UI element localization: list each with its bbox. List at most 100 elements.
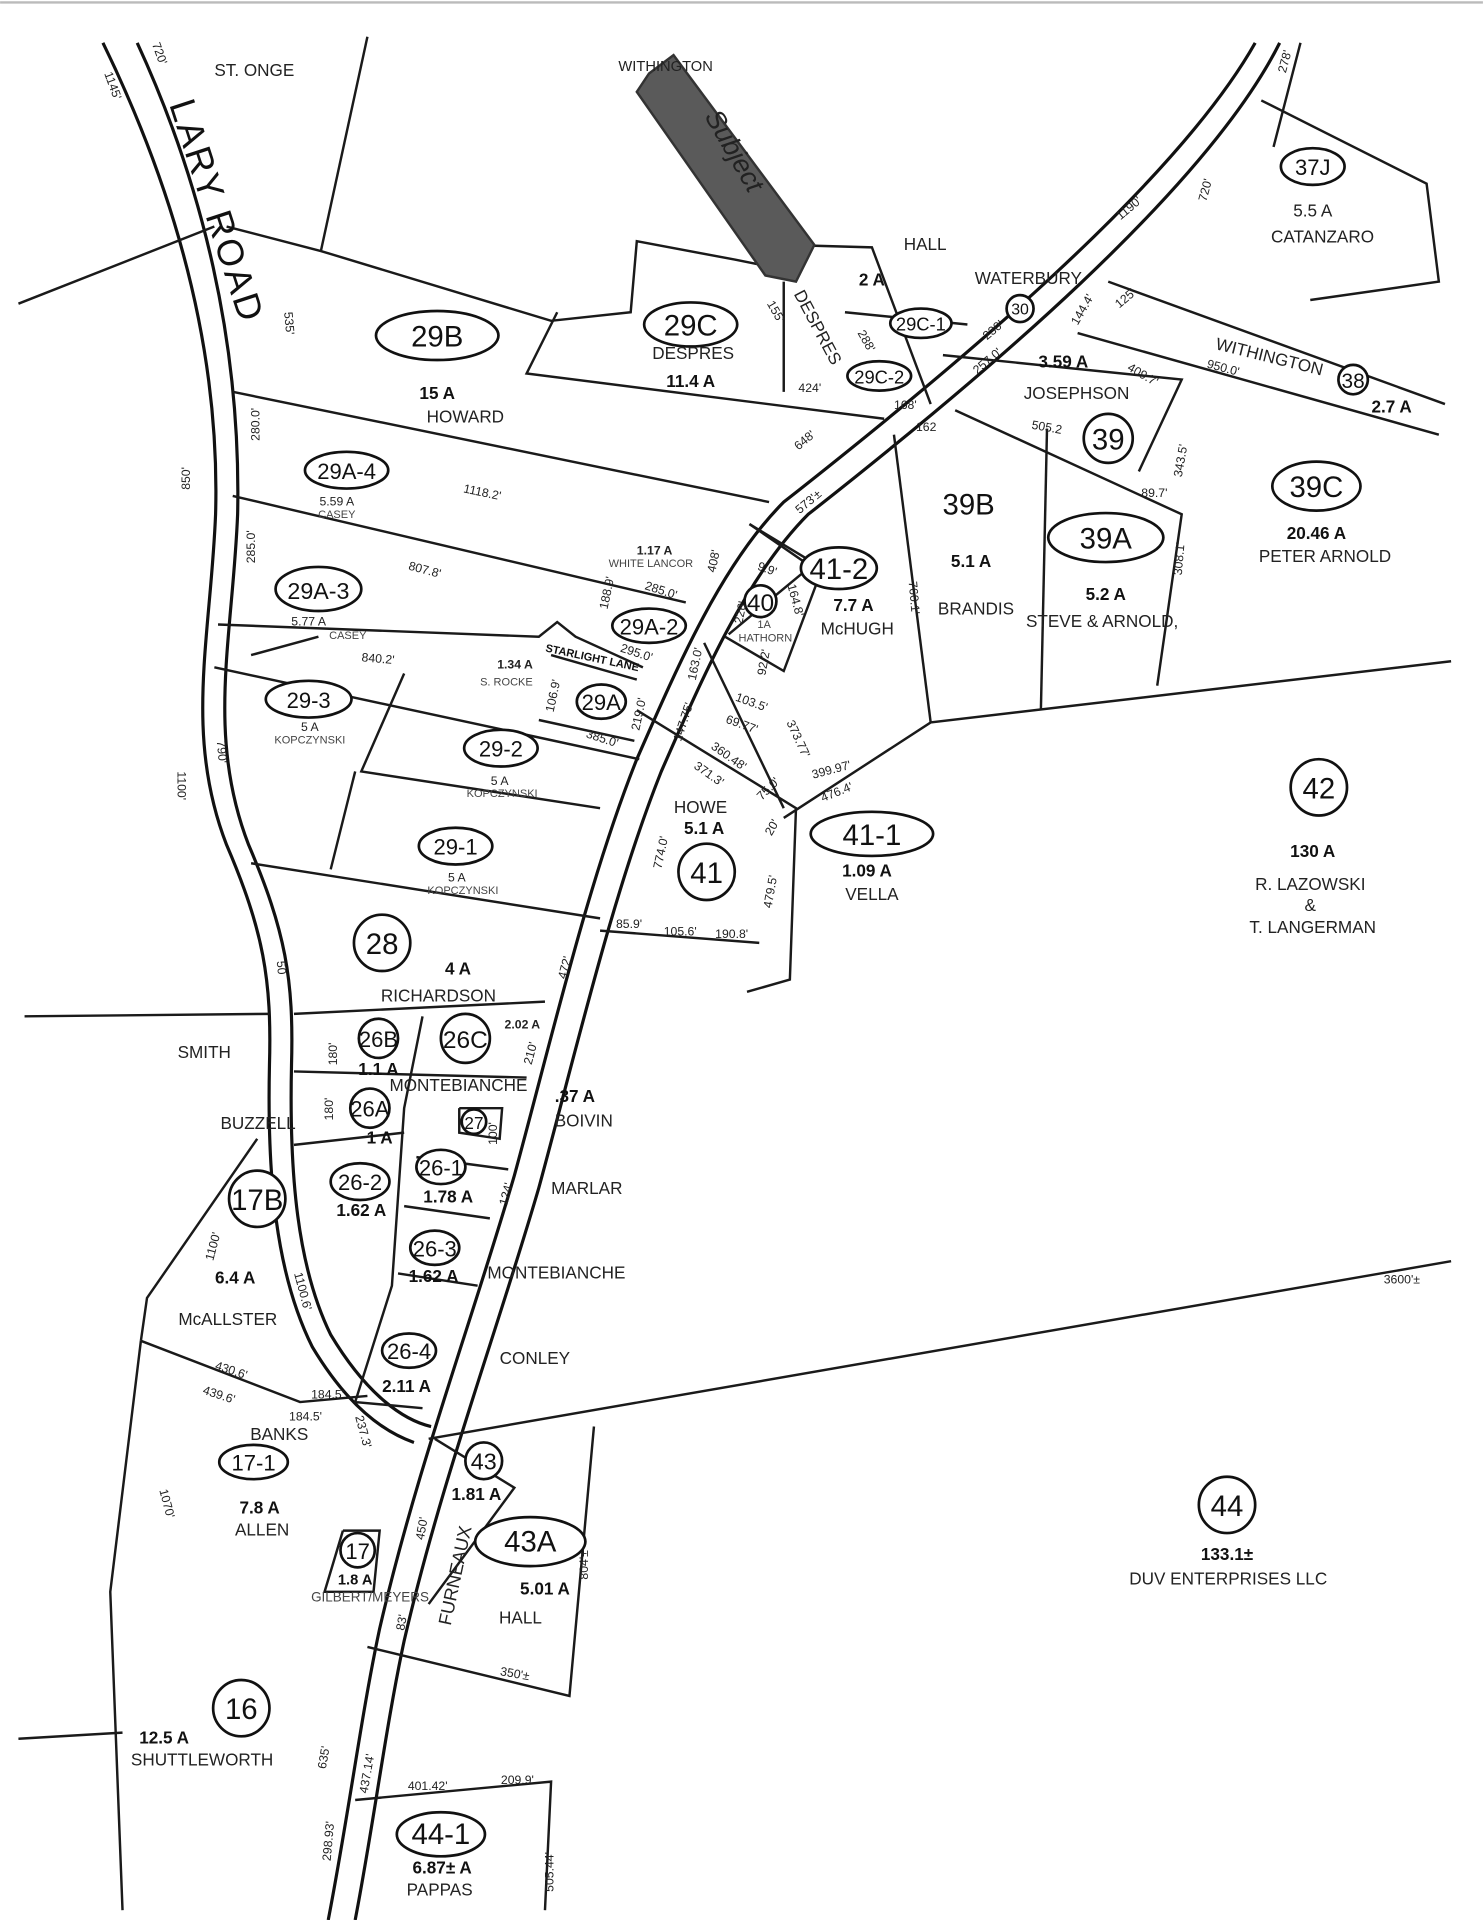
svg-text:308.1': 308.1'	[1171, 542, 1188, 576]
svg-text:5.1 A: 5.1 A	[684, 818, 724, 838]
svg-text:KOPCZYNSKI: KOPCZYNSKI	[274, 734, 345, 746]
svg-text:JOSEPHSON: JOSEPHSON	[1024, 383, 1130, 403]
svg-text:.37 A: .37 A	[555, 1086, 595, 1106]
svg-text:5.77 A: 5.77 A	[291, 615, 327, 629]
svg-text:39A: 39A	[1080, 523, 1133, 556]
svg-text:DESPRES: DESPRES	[652, 343, 734, 363]
svg-text:SMITH: SMITH	[178, 1042, 231, 1062]
svg-text:1 A: 1 A	[367, 1128, 393, 1148]
lary-road	[101, 42, 432, 1444]
svg-text:7.7 A: 7.7 A	[833, 595, 873, 615]
svg-text:168': 168'	[894, 398, 917, 412]
svg-text:ALLEN: ALLEN	[235, 1520, 289, 1540]
svg-text:SHUTTLEWORTH: SHUTTLEWORTH	[131, 1750, 273, 1770]
svg-text:2.7 A: 2.7 A	[1372, 397, 1412, 417]
svg-text:635': 635'	[315, 1745, 333, 1770]
svg-text:12.5 A: 12.5 A	[139, 1728, 189, 1748]
svg-text:89.7': 89.7'	[1141, 486, 1167, 500]
svg-text:1.81 A: 1.81 A	[451, 1484, 501, 1504]
svg-text:HOWARD: HOWARD	[427, 406, 504, 426]
subject-arrow-annotation	[635, 53, 816, 284]
svg-text:408': 408'	[704, 549, 722, 574]
svg-text:5.01 A: 5.01 A	[520, 1578, 570, 1598]
svg-text:210': 210'	[521, 1040, 540, 1066]
svg-text:38: 38	[1342, 370, 1365, 393]
svg-text:6.87± A: 6.87± A	[413, 1857, 472, 1877]
svg-text:219.0': 219.0'	[628, 697, 649, 732]
svg-text:298.93': 298.93'	[320, 1821, 337, 1862]
svg-text:39: 39	[1092, 423, 1125, 456]
svg-text:3600'±: 3600'±	[1384, 1272, 1421, 1286]
svg-text:McALLSTER: McALLSTER	[178, 1309, 277, 1329]
svg-text:KOPCZYNSKI: KOPCZYNSKI	[427, 885, 498, 897]
svg-text:16: 16	[225, 1693, 258, 1726]
svg-text:39B: 39B	[943, 488, 995, 521]
svg-text:105.6': 105.6'	[664, 925, 697, 939]
svg-text:26-1: 26-1	[419, 1156, 463, 1181]
svg-text:190.8': 190.8'	[715, 927, 748, 941]
svg-text:41-2: 41-2	[809, 553, 868, 586]
svg-text:790': 790'	[214, 740, 230, 764]
svg-text:424': 424'	[798, 381, 821, 395]
svg-text:4 A: 4 A	[445, 959, 471, 979]
svg-text:92.2': 92.2'	[755, 648, 773, 676]
svg-text:133.1±: 133.1±	[1201, 1544, 1253, 1564]
property-lines	[17, 36, 1452, 1911]
svg-text:PETER ARNOLD: PETER ARNOLD	[1259, 546, 1391, 566]
svg-text:CASEY: CASEY	[318, 509, 356, 521]
svg-text:HALL: HALL	[499, 1608, 542, 1628]
parcel-26-2[interactable]: 26-21.62 A	[329, 1161, 391, 1220]
svg-text:17B: 17B	[231, 1184, 283, 1217]
svg-text:162: 162	[916, 420, 937, 434]
svg-text:9.9': 9.9'	[756, 559, 779, 579]
svg-text:17-1: 17-1	[231, 1451, 275, 1476]
svg-text:CONLEY: CONLEY	[500, 1348, 571, 1368]
svg-text:37J: 37J	[1295, 155, 1331, 180]
svg-text:1A: 1A	[757, 619, 771, 631]
svg-text:11.4 A: 11.4 A	[666, 371, 715, 391]
svg-text:29-2: 29-2	[479, 737, 523, 762]
svg-text:450': 450'	[413, 1516, 431, 1541]
svg-text:41: 41	[690, 857, 723, 890]
svg-text:MONTEBIANCHE: MONTEBIANCHE	[389, 1075, 527, 1095]
neighbor-st-onge: ST. ONGE	[214, 60, 294, 80]
svg-text:209.9': 209.9'	[501, 1773, 534, 1787]
svg-text:106.9': 106.9'	[543, 678, 564, 713]
